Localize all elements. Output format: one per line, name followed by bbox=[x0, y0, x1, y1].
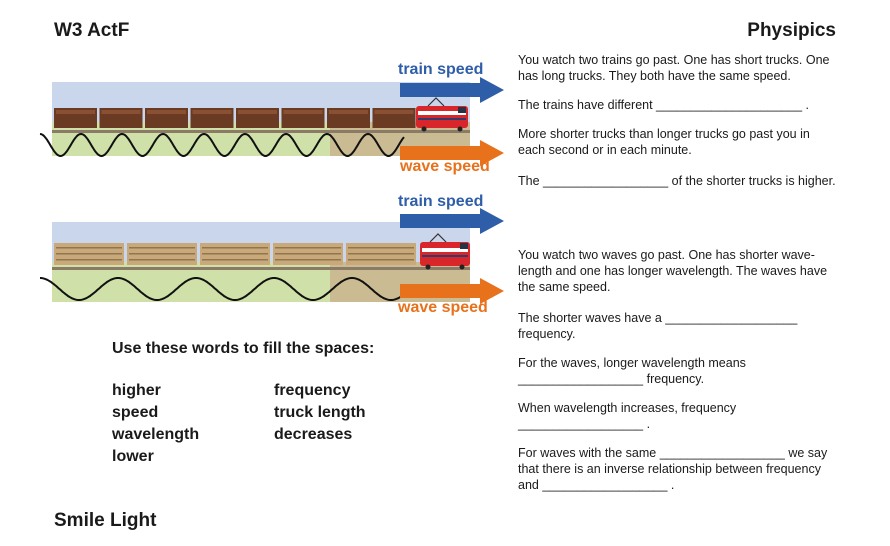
word-frequency: frequency bbox=[274, 382, 351, 399]
locomotive-2 bbox=[420, 233, 470, 270]
long-wavelength-wave bbox=[40, 277, 409, 301]
short-trucks-illustration bbox=[39, 77, 504, 166]
train-speed-arrow-1 bbox=[400, 77, 504, 103]
question-3: More shorter trucks than longer trucks g… bbox=[518, 127, 810, 157]
train-speed-label-1: train speed bbox=[398, 61, 484, 78]
question-4: The __________________ of the shorter tr… bbox=[518, 174, 836, 188]
question-6: The shorter waves have a _______________… bbox=[518, 311, 798, 341]
wave-speed-label-1: wave speed bbox=[400, 158, 490, 175]
train-speed-label-2: train speed bbox=[398, 193, 484, 210]
word-wavelength: wavelength bbox=[112, 426, 200, 443]
question-5: You watch two waves go past. One has sho… bbox=[518, 248, 828, 294]
question-7: For the waves, longer wavelength means _… bbox=[518, 356, 746, 386]
long-trucks-illustration bbox=[40, 208, 504, 304]
short-trucks bbox=[54, 108, 416, 128]
question-9: For waves with the same ________________… bbox=[518, 446, 828, 492]
short-wavelength-wave bbox=[39, 132, 405, 157]
train-speed-arrow-2 bbox=[400, 208, 504, 234]
question-1: You watch two trains go past. One has sh… bbox=[518, 53, 830, 83]
footer-brand: Smile Light bbox=[54, 510, 157, 531]
word-speed: speed bbox=[112, 404, 159, 421]
wave-speed-label-2: wave speed bbox=[398, 299, 488, 316]
wave-speed-arrow-2 bbox=[400, 278, 504, 304]
train-wave-panel-long: train speed wave speed bbox=[0, 190, 510, 320]
word-bank-title: Use these words to fill the spaces: bbox=[112, 340, 375, 357]
word-lower: lower bbox=[112, 448, 154, 465]
long-trucks bbox=[54, 243, 416, 265]
question-2: The trains have different ______________… bbox=[518, 98, 809, 112]
locomotive-1 bbox=[416, 97, 468, 132]
brand-title: Physipics bbox=[747, 20, 836, 41]
question-8: When wavelength increases, frequency ___… bbox=[518, 401, 737, 431]
word-higher: higher bbox=[112, 382, 161, 399]
word-truck-length: truck length bbox=[274, 404, 366, 421]
wave-speed-arrow-1 bbox=[400, 140, 504, 166]
word-decreases: decreases bbox=[274, 426, 353, 443]
train-wave-panel-short: train speed wave speed bbox=[0, 50, 510, 180]
worksheet-code: W3 ActF bbox=[54, 20, 130, 41]
